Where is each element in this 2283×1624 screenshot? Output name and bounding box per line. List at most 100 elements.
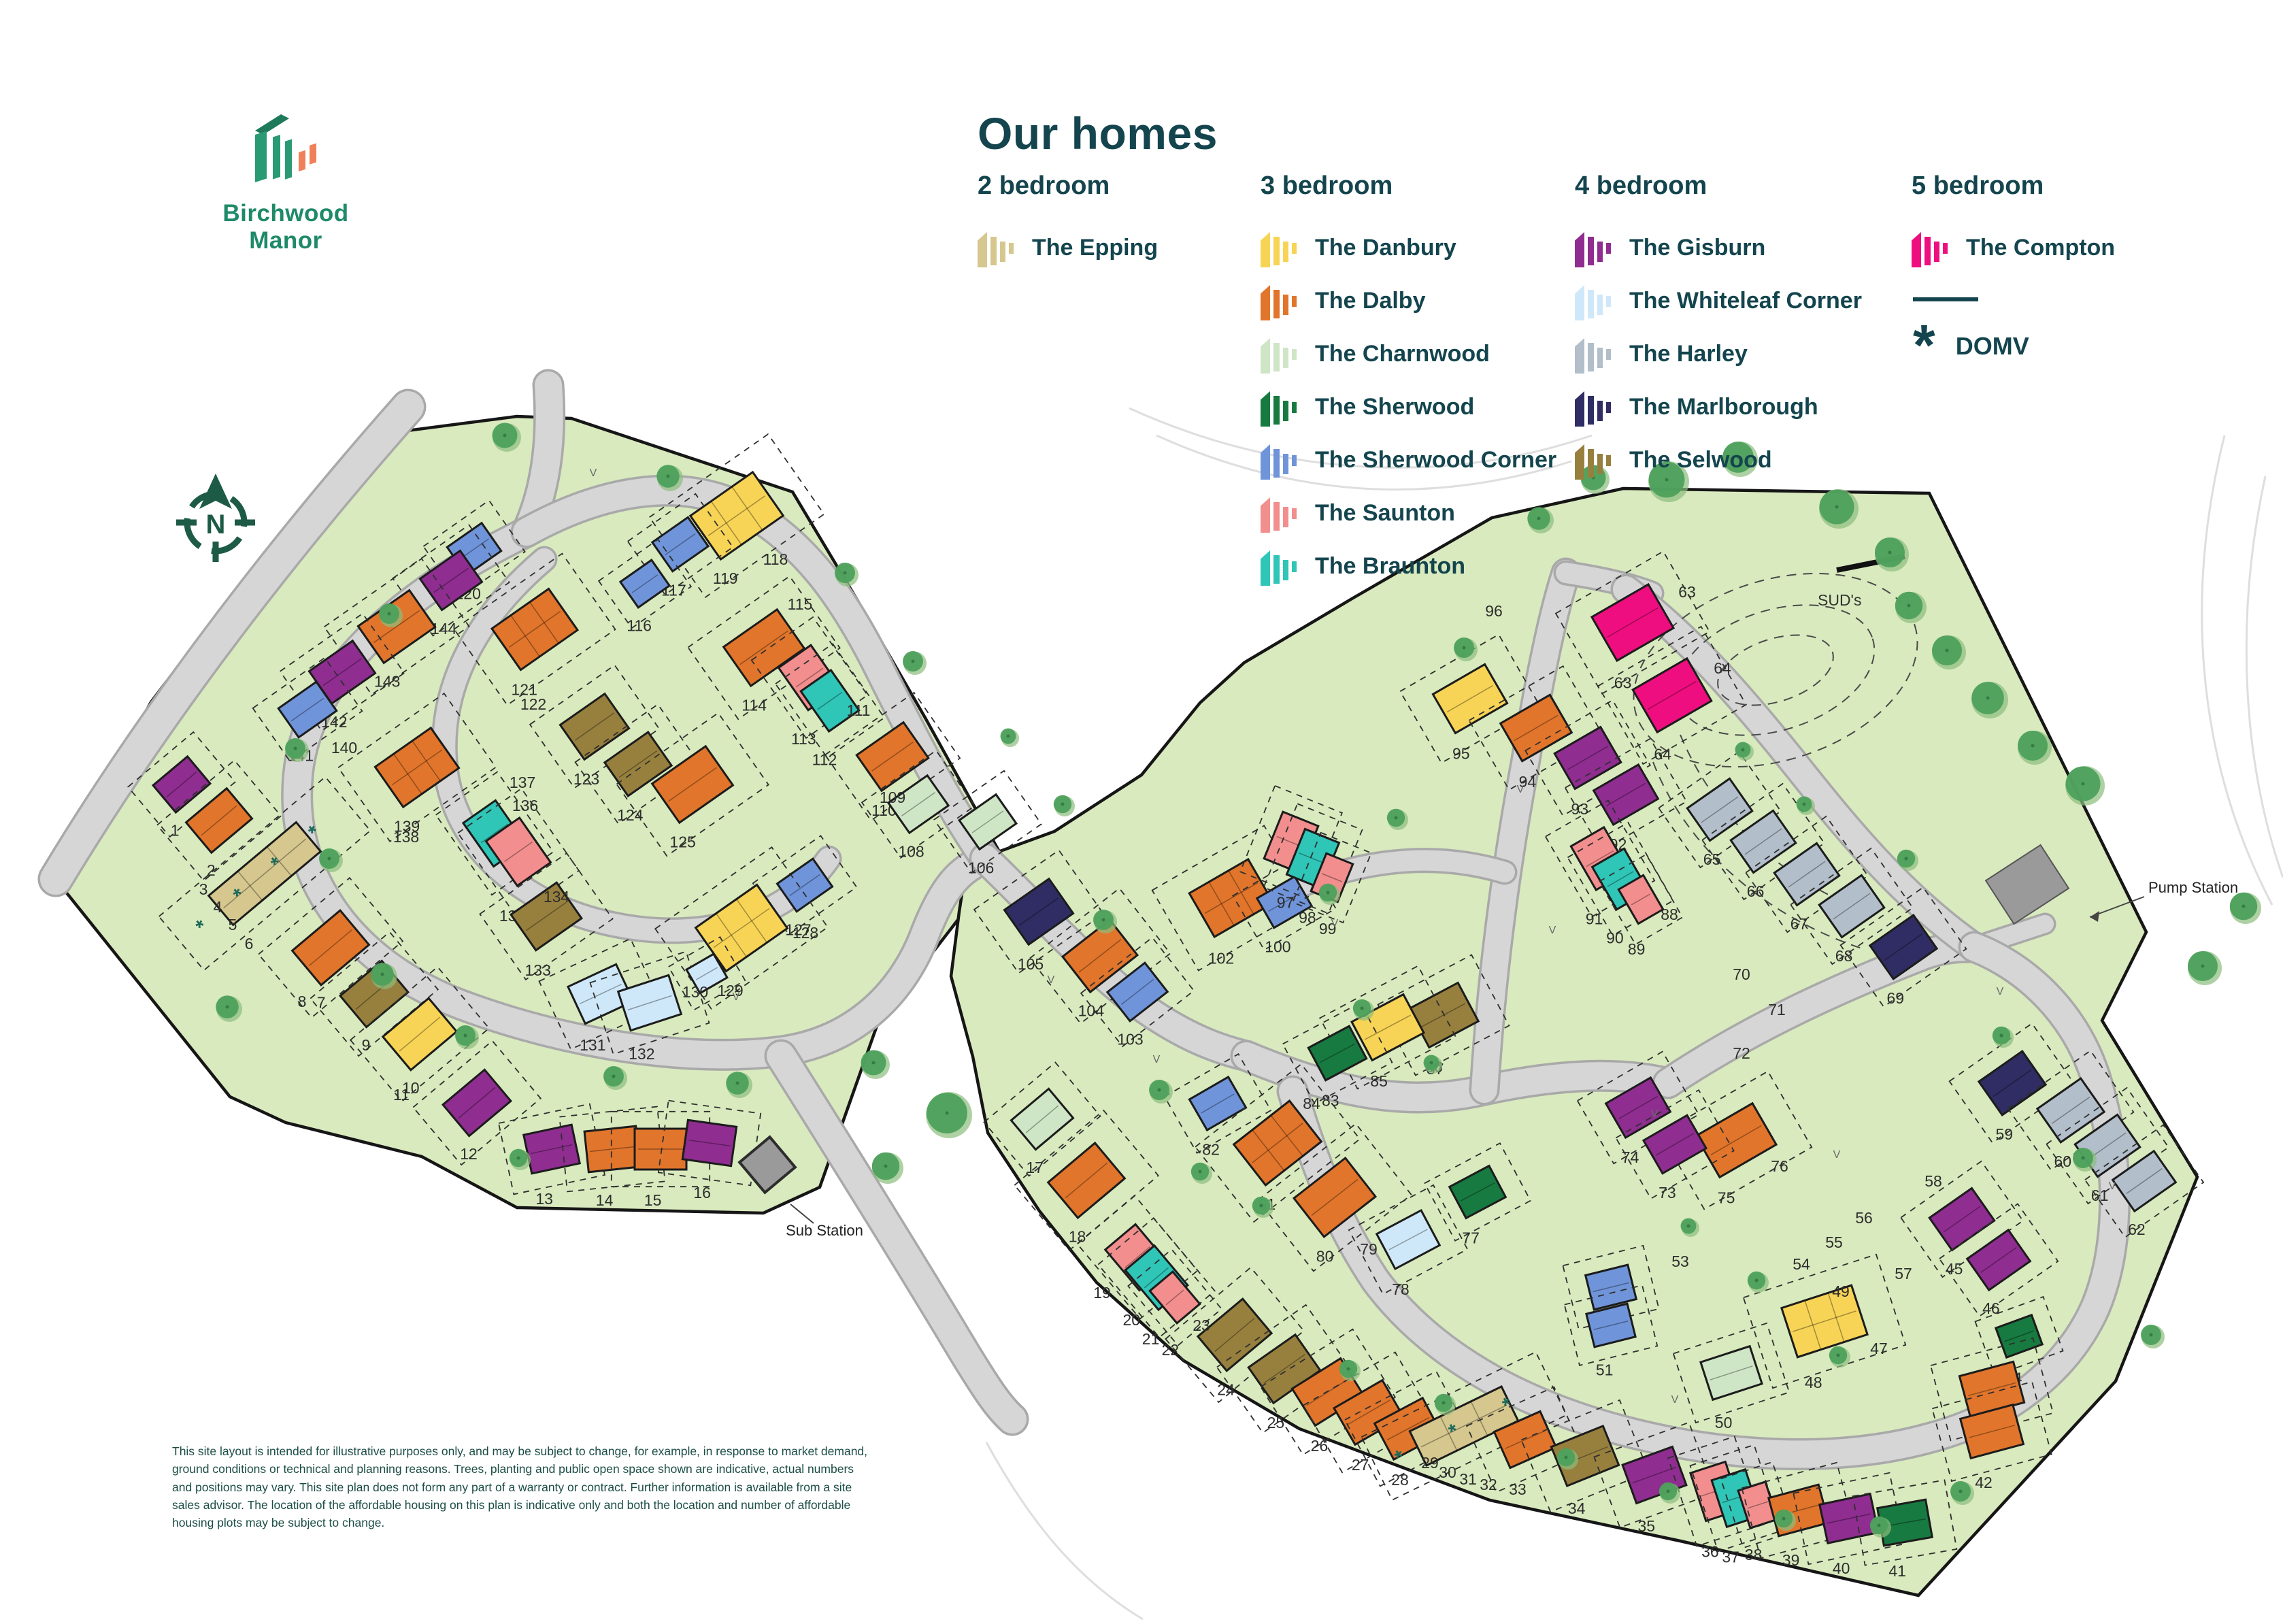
house-plot-69[interactable]: [1839, 886, 1967, 1008]
roof-ridge-line: [1311, 1178, 1359, 1216]
house-plot-33[interactable]: [1465, 1386, 1585, 1493]
house-plot-85[interactable]: [1319, 965, 1456, 1090]
house-plot-116[interactable]: [597, 538, 693, 629]
house-plot-50[interactable]: [1672, 1322, 1790, 1424]
house-plot-141[interactable]: [252, 657, 363, 763]
house-plot-82[interactable]: [1163, 1053, 1272, 1155]
house-plot-106[interactable]: [933, 769, 1043, 874]
house-plot-75[interactable]: [1659, 1070, 1813, 1210]
house-plot-22[interactable]: [1127, 1248, 1222, 1346]
house-plot-92[interactable]: [1564, 738, 1688, 852]
plot-number-70: 70: [1733, 965, 1750, 983]
house-plot-34[interactable]: [1520, 1399, 1650, 1513]
house-plot-73[interactable]: [1615, 1089, 1735, 1199]
house-plot-42[interactable]: [1931, 1380, 2052, 1482]
roof-ridge-line: [201, 805, 237, 836]
legend-item-label: The Sherwood Corner: [1315, 446, 1557, 473]
house-plot-7[interactable]: [257, 877, 404, 1018]
house-plot-65[interactable]: [1657, 750, 1782, 869]
house-plot-15[interactable]: [610, 1110, 711, 1188]
house-plot-121[interactable]: [453, 552, 616, 706]
tree-trunk-dot: [1198, 1170, 1202, 1174]
roof-ridge-line: [665, 533, 696, 556]
house-plot-24[interactable]: [1165, 1266, 1305, 1404]
house-plot-139[interactable]: [337, 692, 497, 843]
roof-ridge-line: [668, 767, 717, 802]
house-plot-17[interactable]: [983, 1061, 1101, 1177]
house-plot-105[interactable]: [973, 849, 1105, 974]
house-plot-64[interactable]: [1597, 625, 1748, 765]
house-plot-1[interactable]: [127, 731, 237, 838]
house-plot-62[interactable]: [2084, 1124, 2205, 1238]
house-plot-44[interactable]: [1974, 1295, 2064, 1377]
house-plot-77[interactable]: [1423, 1142, 1532, 1242]
plot-number-63: 63: [1614, 674, 1632, 691]
house-plot-104[interactable]: [1029, 887, 1171, 1025]
house-plot-131[interactable]: [538, 938, 663, 1050]
house-plot-83[interactable]: [1282, 1001, 1393, 1105]
house-footprint-danbury: [1350, 993, 1426, 1062]
house-plot-94[interactable]: [1468, 665, 1604, 791]
plot-boundary: [1659, 1070, 1813, 1210]
house-footprint-whiteleaf: [616, 974, 683, 1032]
house-plot-103[interactable]: [1080, 936, 1195, 1048]
visitor-parking-marker: V: [1651, 1108, 1659, 1120]
house-footprint-marlborough: [1868, 913, 1939, 981]
house-plot-133[interactable]: [479, 852, 614, 981]
house-plot-95[interactable]: [1399, 633, 1541, 764]
house-plot-51[interactable]: [1563, 1285, 1659, 1366]
house-plot-2[interactable]: [156, 759, 282, 882]
house-plot-59[interactable]: [1948, 1023, 2076, 1144]
house-plot-117[interactable]: [627, 493, 734, 596]
house-plot-80[interactable]: [1257, 1123, 1412, 1272]
house-footprint-sherwood_corner: [1584, 1263, 1638, 1311]
house-footprint-whiteleaf: [1375, 1208, 1442, 1271]
roof-ridge-line: [1388, 1229, 1428, 1250]
house-plot-10[interactable]: [349, 965, 490, 1103]
house-type-icon-harley: [1575, 334, 1613, 374]
plot-number-40: 40: [1833, 1559, 1850, 1577]
plot-boundary: [349, 965, 490, 1103]
plot-number-69: 69: [1887, 989, 1905, 1007]
plot-number-140: 140: [331, 739, 357, 757]
house-plot-78[interactable]: [1348, 1184, 1469, 1295]
house-plot-48[interactable]: [1742, 1253, 1907, 1389]
house-plot-46[interactable]: [1938, 1203, 2059, 1317]
house-plot-125[interactable]: [616, 712, 769, 857]
house-plot-108[interactable]: [861, 749, 976, 859]
house-footprint-sherwood: [1307, 1025, 1368, 1082]
house-plot-135[interactable]: [456, 787, 580, 916]
plot-boundary: [1672, 1322, 1790, 1424]
tree-trunk-dot: [911, 659, 915, 663]
house-plot-81[interactable]: [1194, 1063, 1361, 1223]
house-plot-63[interactable]: [1554, 550, 1711, 695]
house-plot-40[interactable]: [1793, 1472, 1905, 1565]
house-plot-112[interactable]: [774, 643, 886, 759]
plot-boundary: [538, 938, 663, 1050]
plot-number-88: 88: [1661, 906, 1678, 923]
house-plot-129[interactable]: [654, 846, 829, 1010]
house-type-icon-danbury: [1261, 228, 1299, 267]
house-plot-60[interactable]: [2007, 1050, 2135, 1171]
house-plot-16[interactable]: [657, 1099, 762, 1187]
plot-number-121: 121: [512, 680, 537, 698]
house-plot-68[interactable]: [1789, 847, 1914, 965]
plot-number-36: 36: [1701, 1542, 1719, 1560]
house-plot-whiteleaf[interactable]: [667, 936, 746, 1011]
house-plot-124[interactable]: [574, 703, 702, 825]
party-wall-line: [1804, 1300, 1822, 1350]
plot-number-85: 85: [1370, 1072, 1388, 1090]
house-plot-12[interactable]: [412, 1040, 541, 1166]
house-plot-132[interactable]: [589, 950, 710, 1055]
house-plot-89[interactable]: [1598, 853, 1684, 946]
house-plot-93[interactable]: [1524, 699, 1652, 817]
plot-number-62: 62: [2128, 1221, 2146, 1238]
tree-trunk-dot: [1741, 748, 1745, 752]
house-plot-119[interactable]: [648, 433, 825, 599]
roof-ridge-line: [1655, 1133, 1695, 1156]
plot-number-66: 66: [1747, 882, 1765, 900]
roof-ridge-line: [1460, 1182, 1495, 1202]
